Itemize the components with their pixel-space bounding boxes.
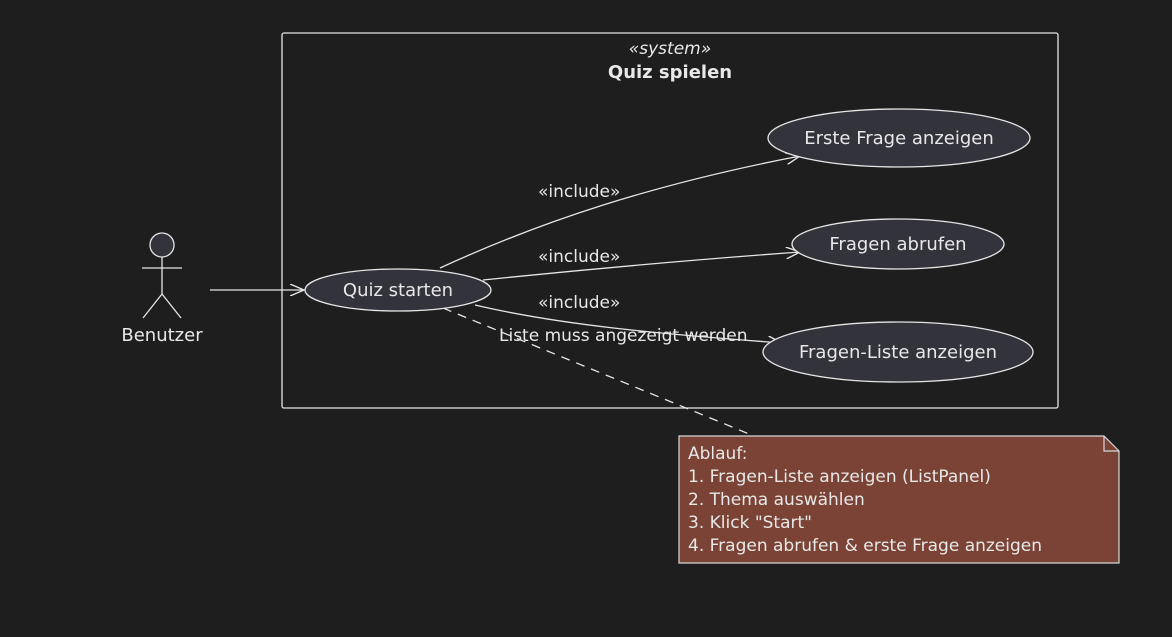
usecase-fragen-abrufen[interactable]: Fragen abrufen (791, 218, 1005, 270)
system-stereotype: «system» (629, 39, 711, 59)
include-label-1: «include» (538, 182, 620, 202)
note-fold (1103, 436, 1119, 452)
list-relation-label: Liste muss angezeigt werden (499, 326, 748, 346)
note-line-4: 4. Fragen abrufen & erste Frage anzeigen (688, 536, 1042, 556)
usecase-fragen-abrufen-label: Fragen abrufen (829, 234, 966, 255)
system-boundary (281, 32, 1059, 409)
usecase-quiz-starten[interactable]: Quiz starten (304, 268, 492, 312)
system-title: Quiz spielen (608, 62, 732, 83)
actor-name: Benutzer (121, 325, 203, 346)
actor-head (149, 232, 175, 258)
include-label-2: «include» (538, 247, 620, 267)
note-line-1: 1. Fragen-Liste anzeigen (ListPanel) (688, 467, 991, 487)
usecase-erste-frage-anzeigen[interactable]: Erste Frage anzeigen (767, 108, 1031, 168)
actor-benutzer[interactable]: Benutzer (121, 232, 203, 346)
include-edge-fetch-questions (482, 252, 800, 281)
note-ablauf[interactable]: Ablauf: 1. Fragen-Liste anzeigen (ListPa… (678, 435, 1120, 564)
note-body (678, 435, 1120, 564)
note-line-0: Ablauf: (688, 444, 747, 464)
usecase-quiz-starten-label: Quiz starten (343, 280, 453, 301)
actor-right-leg (161, 293, 182, 319)
include-label-3: «include» (538, 293, 620, 313)
note-connector (442, 307, 755, 437)
usecase-fragen-liste-anzeigen[interactable]: Fragen-Liste anzeigen (762, 321, 1034, 383)
actor-left-leg (142, 293, 163, 319)
note-line-2: 2. Thema auswählen (688, 490, 865, 510)
usecase-fragen-liste-anzeigen-label: Fragen-Liste anzeigen (799, 342, 997, 363)
usecase-erste-frage-anzeigen-label: Erste Frage anzeigen (804, 128, 994, 149)
include-edge-show-list (474, 304, 782, 343)
note-line-3: 3. Klick "Start" (688, 513, 812, 533)
include-edge-first-question (439, 156, 800, 269)
